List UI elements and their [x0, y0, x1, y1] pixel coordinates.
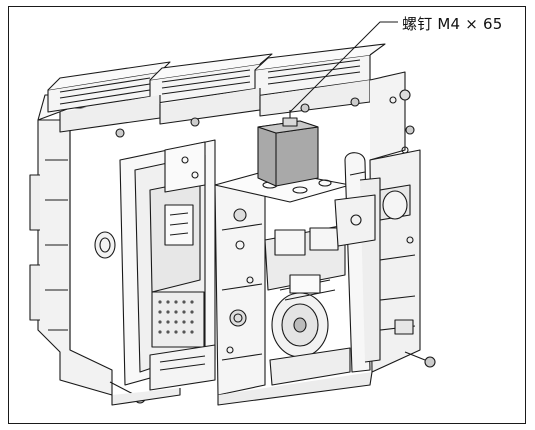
operating-lever: [334, 152, 381, 373]
top-terminal-housings: [47, 43, 411, 161]
mounting-screws: [109, 351, 436, 406]
chassis-body: [29, 94, 131, 396]
highlighted-screw: [257, 110, 319, 187]
screw-callout-label: 螺钉 M4 × 65: [402, 15, 503, 33]
right-side-plate: [369, 149, 421, 373]
operating-mechanism: [214, 169, 351, 396]
top-screws: [115, 97, 415, 154]
callout-leader-line: [289, 21, 398, 113]
front-mechanism-plate: [119, 139, 216, 391]
